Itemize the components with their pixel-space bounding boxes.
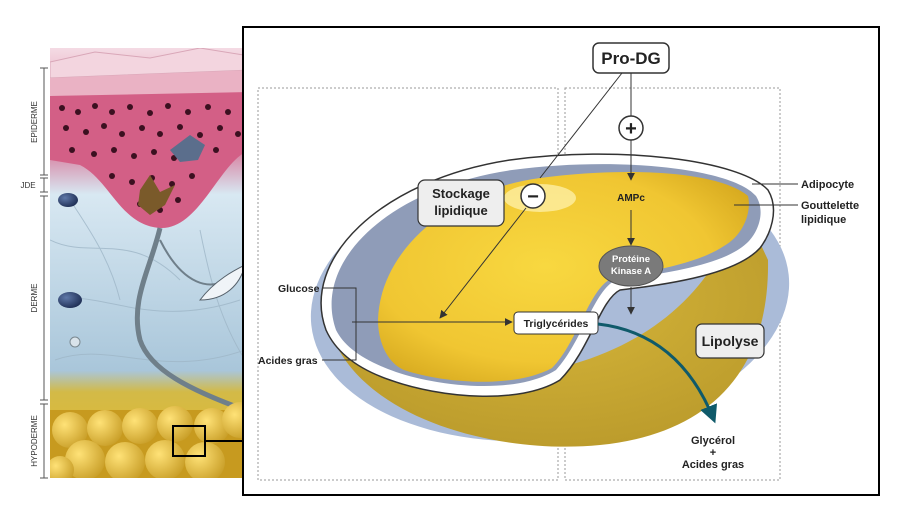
skin-cross-section [50, 48, 245, 478]
glycerol-label: Glycérol [691, 435, 735, 447]
label-hypoderme: HYPODERME [30, 415, 39, 467]
minus-circle-icon [520, 183, 546, 209]
kinase-a-node [598, 245, 664, 287]
kinase-label-line1: Protéine [612, 254, 650, 265]
hypoderm-fat-cells [50, 402, 245, 478]
triglycerides-label: Triglycérides [524, 318, 589, 330]
plus-symbol: + [625, 118, 637, 140]
adipocyte-label: Adipocyte [801, 179, 854, 191]
label-jde: JDE [20, 181, 35, 190]
glycerol-output-arrow [597, 322, 718, 424]
triglycerides-box [513, 311, 599, 335]
label-derme: DERME [30, 284, 39, 313]
stockage-label-line2: lipidique [434, 203, 487, 218]
output-acides-gras-label: Acides gras [682, 459, 744, 471]
output-plus: + [710, 447, 716, 459]
stockage-label-line1: Stockage [432, 186, 490, 201]
label-epiderme: EPIDERME [30, 101, 39, 143]
glucose-label: Glucose [278, 283, 320, 295]
lipolyse-box [695, 323, 765, 359]
layer-brackets [40, 67, 48, 479]
gouttelette-label-line2: lipidique [801, 214, 846, 226]
gouttelette-label-line1: Gouttelette [801, 200, 859, 212]
kinase-label-line2: Kinase A [611, 266, 651, 277]
stockage-box [417, 179, 505, 227]
minus-symbol: − [527, 186, 539, 208]
plus-circle-icon [618, 115, 644, 141]
acides-gras-label: Acides gras [258, 355, 318, 367]
pro-dg-label: Pro-DG [601, 49, 661, 68]
pathway-arrows [322, 72, 635, 361]
ampc-label: AMPc [617, 193, 645, 204]
lipolyse-label: Lipolyse [702, 333, 759, 349]
